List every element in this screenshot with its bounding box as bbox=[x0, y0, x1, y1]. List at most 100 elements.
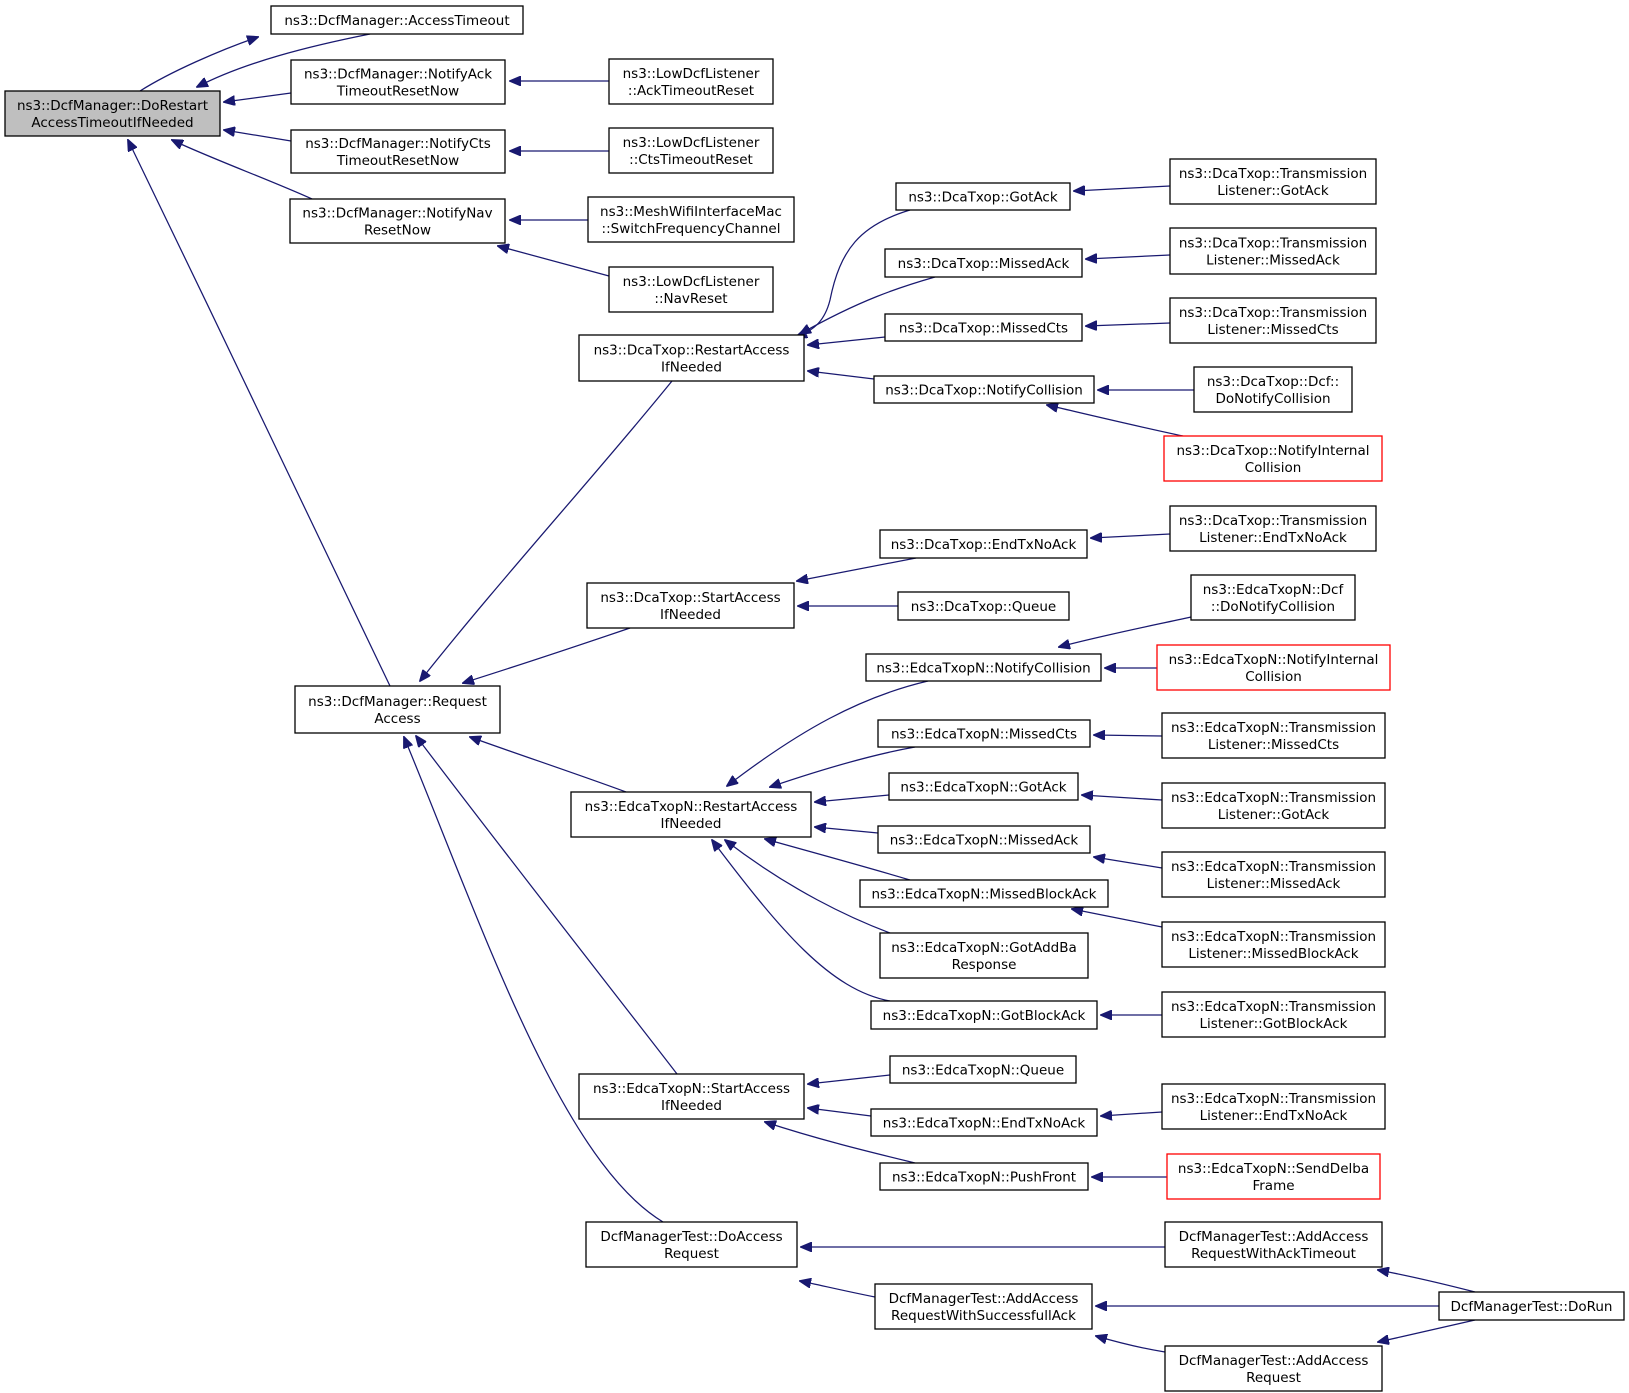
node-edca-missedack[interactable]: ns3::EdcaTxopN::MissedAck bbox=[877, 825, 1091, 854]
node-dca-tl-gotack[interactable]: ns3::DcaTxop::TransmissionListener::GotA… bbox=[1169, 158, 1377, 205]
node-root[interactable]: ns3::DcfManager::DoRestartAccessTimeoutI… bbox=[4, 90, 221, 137]
node-label-line: Listener::GotAck bbox=[1217, 183, 1329, 199]
node-dca-notifycoll[interactable]: ns3::DcaTxop::NotifyCollision bbox=[873, 375, 1095, 404]
node-label-line: DcfManagerTest::AddAccess bbox=[1179, 1229, 1369, 1245]
edge-dca_notifycoll-to-dca_restart bbox=[808, 371, 875, 380]
node-ldl-cts[interactable]: ns3::LowDcfListener::CtsTimeoutReset bbox=[608, 127, 774, 174]
node-box bbox=[578, 334, 805, 382]
node-label-line: ns3::EdcaTxopN::Transmission bbox=[1171, 999, 1376, 1015]
edge-test_dorun-to-test_addaccess bbox=[1378, 1319, 1476, 1342]
node-label-line: ns3::EdcaTxopN::Transmission bbox=[1171, 720, 1376, 736]
node-notify-cts[interactable]: ns3::DcfManager::NotifyCtsTimeoutResetNo… bbox=[290, 129, 506, 174]
node-access-timeout[interactable]: ns3::DcfManager::AccessTimeout bbox=[270, 5, 524, 35]
node-label-line: ns3::DcaTxop::StartAccess bbox=[600, 590, 780, 606]
node-edca-tl-missedblockack[interactable]: ns3::EdcaTxopN::TransmissionListener::Mi… bbox=[1161, 921, 1386, 968]
edge-dca_tl_gotack-to-dca_gotack bbox=[1074, 185, 1171, 191]
edge-edca_pushfront-to-edca_start bbox=[765, 1122, 916, 1164]
node-label-line: IfNeeded bbox=[660, 607, 721, 623]
node-test-addackto[interactable]: DcfManagerTest::AddAccessRequestWithAckT… bbox=[1164, 1221, 1383, 1268]
edge-dca_missedack-to-dca_restart bbox=[800, 276, 936, 334]
node-edca-tl-missedack[interactable]: ns3::EdcaTxopN::TransmissionListener::Mi… bbox=[1161, 851, 1386, 898]
node-box bbox=[884, 248, 1083, 278]
node-dca-queue[interactable]: ns3::DcaTxop::Queue bbox=[897, 591, 1070, 621]
node-box bbox=[608, 266, 774, 313]
node-label-line: DcfManagerTest::DoAccess bbox=[600, 1229, 782, 1245]
node-box bbox=[1161, 712, 1386, 759]
node-dca-missedack[interactable]: ns3::DcaTxop::MissedAck bbox=[884, 248, 1083, 278]
node-label-line: ns3::LowDcfListener bbox=[623, 135, 760, 151]
node-ldl-ack[interactable]: ns3::LowDcfListener::AckTimeoutReset bbox=[608, 58, 774, 105]
node-label-line: ns3::DcaTxop::Transmission bbox=[1179, 513, 1367, 529]
node-edca-notifycoll[interactable]: ns3::EdcaTxopN::NotifyCollision bbox=[865, 653, 1102, 682]
node-box bbox=[585, 1221, 798, 1268]
edge-dca_gotack-to-dca_restart bbox=[796, 209, 911, 337]
node-dca-tl-missedcts[interactable]: ns3::DcaTxop::TransmissionListener::Miss… bbox=[1169, 297, 1377, 344]
edge-test_doaccess-to-request_access bbox=[404, 737, 664, 1223]
edge-notify_cts-to-root bbox=[224, 130, 292, 142]
node-label-line: RequestWithAckTimeout bbox=[1191, 1246, 1356, 1262]
node-edca-missedblockack[interactable]: ns3::EdcaTxopN::MissedBlockAck bbox=[859, 879, 1109, 908]
node-edca-tl-gotblockack[interactable]: ns3::EdcaTxopN::TransmissionListener::Go… bbox=[1161, 991, 1386, 1038]
node-label-line: Frame bbox=[1252, 1178, 1294, 1194]
node-dca-tl-endtxnoack[interactable]: ns3::DcaTxop::TransmissionListener::EndT… bbox=[1169, 505, 1377, 552]
node-label-line: ns3::EdcaTxopN::GotAck bbox=[900, 780, 1066, 796]
node-dca-tl-missedack[interactable]: ns3::DcaTxop::TransmissionListener::Miss… bbox=[1169, 227, 1377, 275]
node-label-line: Listener::MissedAck bbox=[1207, 876, 1341, 892]
node-notify-ack[interactable]: ns3::DcfManager::NotifyAckTimeoutResetNo… bbox=[290, 59, 506, 105]
edge-edca_tl_missedcts-to-edca_missedcts bbox=[1094, 735, 1163, 736]
node-label-line: ns3::DcfManager::DoRestart bbox=[17, 98, 208, 114]
edge-edca_gotblockack-to-edca_restart bbox=[712, 840, 891, 1002]
node-label-line: ns3::EdcaTxopN::RestartAccess bbox=[585, 799, 798, 815]
node-dca-missedcts[interactable]: ns3::DcaTxop::MissedCts bbox=[884, 313, 1083, 342]
node-edca-missedcts[interactable]: ns3::EdcaTxopN::MissedCts bbox=[877, 719, 1091, 748]
edge-notify_nav-to-root bbox=[172, 140, 313, 200]
node-test-dorun[interactable]: DcfManagerTest::DoRun bbox=[1438, 1291, 1625, 1321]
node-label-line: ::DoNotifyCollision bbox=[1211, 599, 1335, 615]
node-label-line: ns3::EdcaTxopN::GotBlockAck bbox=[883, 1008, 1086, 1024]
node-edca-gotblockack[interactable]: ns3::EdcaTxopN::GotBlockAck bbox=[870, 1000, 1098, 1030]
edge-dca_endtxnoack-to-dca_start bbox=[797, 557, 917, 581]
node-edca-pushfront[interactable]: ns3::EdcaTxopN::PushFront bbox=[879, 1162, 1089, 1191]
node-box bbox=[879, 932, 1089, 979]
node-edca-queue[interactable]: ns3::EdcaTxopN::Queue bbox=[889, 1055, 1077, 1084]
node-edca-gotack[interactable]: ns3::EdcaTxopN::GotAck bbox=[888, 772, 1079, 801]
nodes-layer: ns3::DcfManager::DoRestartAccessTimeoutI… bbox=[4, 5, 1625, 1392]
node-label-line: Listener::EndTxNoAck bbox=[1200, 1108, 1348, 1124]
node-test-addsuccess[interactable]: DcfManagerTest::AddAccessRequestWithSucc… bbox=[874, 1283, 1093, 1330]
node-label-line: DcfManagerTest::AddAccess bbox=[1179, 1353, 1369, 1369]
node-box bbox=[1164, 1221, 1383, 1268]
node-edca-dcf-donotify[interactable]: ns3::EdcaTxopN::Dcf::DoNotifyCollision bbox=[1190, 574, 1356, 621]
node-box bbox=[608, 58, 774, 105]
node-box bbox=[578, 1073, 805, 1120]
node-dca-gotack[interactable]: ns3::DcaTxop::GotAck bbox=[895, 182, 1071, 211]
node-label-line: Collision bbox=[1245, 460, 1302, 476]
node-edca-tl-endtxnoack[interactable]: ns3::EdcaTxopN::TransmissionListener::En… bbox=[1161, 1083, 1386, 1130]
node-label-line: ns3::DcfManager::Request bbox=[308, 694, 487, 710]
node-label-line: ns3::MeshWifiInterfaceMac bbox=[600, 204, 782, 220]
edge-edca_tl_missedblockack-to-edca_missedblockack bbox=[1072, 909, 1163, 928]
node-dca-dcf-donotify[interactable]: ns3::DcaTxop::Dcf::DoNotifyCollision bbox=[1193, 366, 1353, 413]
edge-access_timeout-to-root bbox=[197, 33, 371, 87]
node-box bbox=[895, 182, 1071, 211]
node-label-line: IfNeeded bbox=[661, 360, 722, 376]
node-edca-endtxnoack[interactable]: ns3::EdcaTxopN::EndTxNoAck bbox=[870, 1108, 1098, 1137]
node-ldl-nav[interactable]: ns3::LowDcfListener::NavReset bbox=[608, 266, 774, 313]
node-dca-endtxnoack[interactable]: ns3::DcaTxop::EndTxNoAck bbox=[879, 529, 1088, 559]
node-label-line: Request bbox=[1246, 1370, 1301, 1386]
node-edca-tl-missedcts[interactable]: ns3::EdcaTxopN::TransmissionListener::Mi… bbox=[1161, 712, 1386, 759]
node-edca-tl-gotack[interactable]: ns3::EdcaTxopN::TransmissionListener::Go… bbox=[1161, 782, 1386, 829]
node-label-line: DcfManagerTest::AddAccess bbox=[889, 1291, 1079, 1307]
node-mesh-switch[interactable]: ns3::MeshWifiInterfaceMac::SwitchFrequen… bbox=[587, 196, 795, 243]
